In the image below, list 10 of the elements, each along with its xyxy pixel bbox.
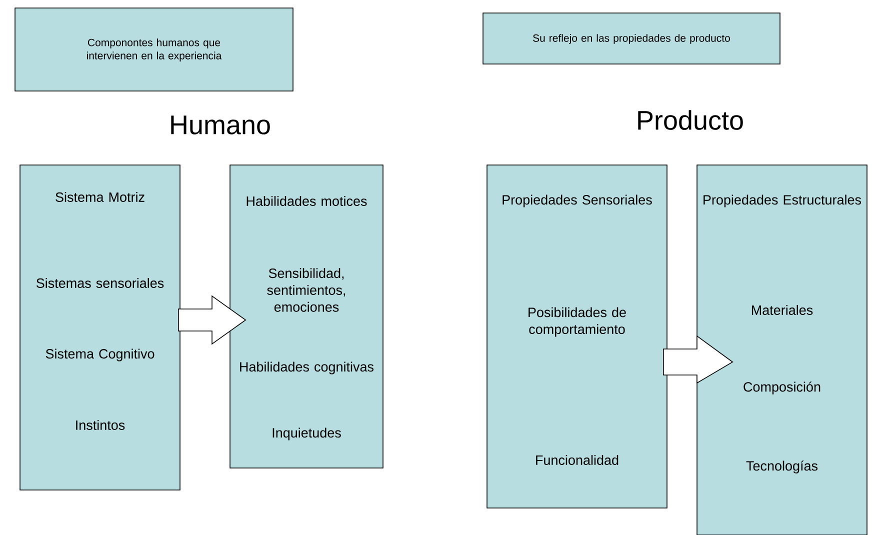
list-box: Sistema Motriz Sistemas sensoriales Sistema Cognitivo Instintos <box>20 164 180 490</box>
list-box: Habilidades motices Sensibilidad, sentimientos, emociones Habilidades cognitivas Inquietudes <box>230 164 384 468</box>
heading: Humano <box>171 116 270 134</box>
text-box: Componontes humanos que intervienen en la experiencia <box>14 8 294 92</box>
list-box: Propiedades Estructurales Materiales Composición Tecnologías <box>696 164 868 535</box>
block-arrow <box>178 295 246 345</box>
block-arrow <box>663 335 734 384</box>
list-box: Propiedades Sensoriales Posibilidades de comportamiento Funcionalidad <box>486 164 668 508</box>
heading: Producto <box>638 110 743 130</box>
text-box: Su reflejo en las propiedades de producto <box>482 12 780 64</box>
